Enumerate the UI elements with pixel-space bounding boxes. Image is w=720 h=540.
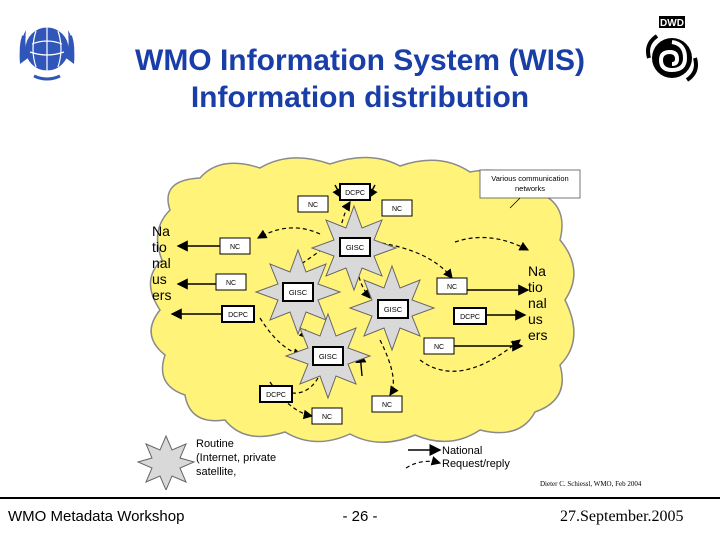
svg-text:DCPC: DCPC — [460, 314, 480, 321]
node-dcpc-bottom: DCPC — [259, 385, 293, 403]
svg-text:NC: NC — [226, 280, 236, 287]
svg-text:DCPC: DCPC — [345, 190, 365, 197]
svg-text:tio: tio — [152, 239, 167, 255]
dwd-logo-text: DWD — [660, 18, 684, 29]
dwd-swirl-icon — [646, 34, 698, 82]
wmo-emblem-icon — [12, 14, 82, 84]
svg-text:Na: Na — [528, 263, 546, 279]
node-nc-top-right: NC — [381, 199, 413, 217]
svg-text:(Internet, private: (Internet, private — [196, 452, 276, 464]
svg-text:nal: nal — [528, 295, 547, 311]
svg-text:us: us — [528, 311, 543, 327]
cloud-label-line-1: Various communication — [491, 174, 568, 183]
svg-text:NC: NC — [434, 344, 444, 351]
footer-left-text: WMO Metadata Workshop — [8, 508, 185, 525]
legend-routine: Routine (Internet, private satellite, — [196, 438, 276, 478]
node-nc-bottom-right: NC — [371, 395, 403, 413]
page-title: WMO Information System (WIS) Information… — [100, 42, 620, 116]
svg-text:GISC: GISC — [346, 243, 365, 252]
svg-text:ers: ers — [528, 327, 547, 343]
svg-text:NC: NC — [322, 414, 332, 421]
svg-text:ers: ers — [152, 287, 171, 303]
legend-national: National — [408, 444, 482, 457]
node-nc-top-left: NC — [297, 195, 329, 213]
communication-cloud — [149, 156, 575, 443]
svg-text:tio: tio — [528, 279, 543, 295]
node-dcpc-right: DCPC — [453, 307, 487, 325]
left-national-users: Na tio nal us ers — [152, 223, 171, 303]
node-nc-left-2: NC — [215, 273, 247, 291]
node-dcpc-left: DCPC — [221, 305, 255, 323]
svg-text:National: National — [442, 445, 482, 457]
node-nc-right-2: NC — [423, 337, 455, 355]
svg-text:DCPC: DCPC — [228, 312, 248, 319]
svg-text:Request/reply: Request/reply — [442, 458, 510, 470]
svg-text:NC: NC — [382, 402, 392, 409]
svg-text:Na: Na — [152, 223, 170, 239]
right-national-users: Na tio nal us ers — [528, 263, 547, 343]
cloud-label-line-2: networks — [515, 184, 545, 193]
svg-text:nal: nal — [152, 255, 171, 271]
node-gisc-center: GISC — [377, 299, 409, 319]
node-gisc-left: GISC — [282, 282, 314, 302]
svg-text:NC: NC — [230, 244, 240, 251]
title-line-2: Information distribution — [190, 81, 530, 114]
svg-text:GISC: GISC — [289, 288, 308, 297]
node-nc-bottom: NC — [311, 407, 343, 425]
svg-text:NC: NC — [392, 206, 402, 213]
legend-request-reply: Request/reply — [405, 456, 510, 470]
node-gisc-top: GISC — [339, 237, 371, 257]
svg-text:satellite,: satellite, — [196, 466, 236, 478]
title-line-1: WMO Information System (WIS) — [135, 44, 585, 77]
node-nc-right-1: NC — [436, 277, 468, 295]
cloud-label: Various communication networks — [479, 169, 581, 209]
svg-text:GISC: GISC — [384, 305, 403, 314]
svg-text:GISC: GISC — [319, 352, 338, 361]
svg-text:us: us — [152, 271, 167, 287]
dwd-logo: DWD — [643, 14, 698, 84]
svg-text:DCPC: DCPC — [266, 392, 286, 399]
wis-distribution-diagram: Various communication networks — [130, 150, 590, 492]
svg-text:NC: NC — [447, 284, 457, 291]
credit-note: Dieter C. Schiessl, WMO, Feb 2004 — [540, 480, 642, 488]
footer-divider — [0, 497, 720, 499]
page-number: - 26 - — [342, 508, 378, 525]
node-nc-left-1: NC — [219, 237, 251, 255]
node-gisc-bottom: GISC — [312, 346, 344, 366]
svg-text:NC: NC — [308, 202, 318, 209]
node-dcpc-top: DCPC — [339, 183, 371, 201]
footer-date: 27.September.2005 — [560, 508, 684, 525]
svg-text:Routine: Routine — [196, 438, 234, 450]
